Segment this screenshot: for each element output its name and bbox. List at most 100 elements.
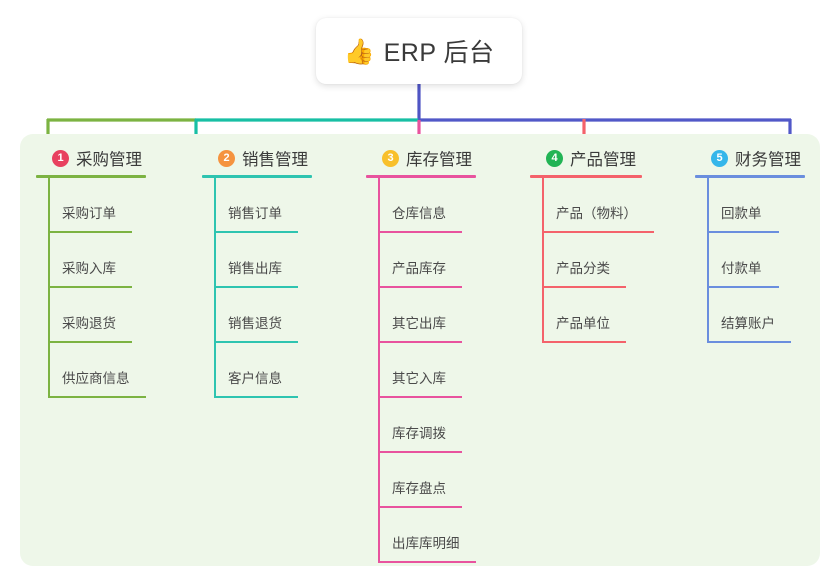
- branch-rule-2: [202, 175, 312, 178]
- leaf-item-label: 产品单位: [556, 316, 610, 331]
- leaf-item-label: 其它出库: [392, 316, 446, 331]
- branch-column-2: 2 销售管理销售订单销售出库销售退货客户信息: [202, 146, 312, 398]
- leaf-item-rule: [542, 341, 626, 343]
- leaf-item-rule: [48, 341, 132, 343]
- leaf-item[interactable]: 结算账户: [695, 288, 805, 343]
- leaf-item[interactable]: 供应商信息: [36, 343, 146, 398]
- leaf-item[interactable]: 库存调拨: [366, 398, 476, 453]
- leaf-item[interactable]: 采购入库: [36, 233, 146, 288]
- branch-badge-1: 1: [52, 149, 69, 167]
- leaf-item-rule: [707, 286, 779, 288]
- leaf-item-label: 出库库明细: [392, 536, 460, 551]
- branch-header-5[interactable]: 5 财务管理: [695, 146, 805, 170]
- leaf-item-label: 供应商信息: [62, 371, 130, 386]
- leaf-item-rule: [707, 231, 779, 233]
- branch-items-3: 仓库信息产品库存其它出库其它入库库存调拨库存盘点出库库明细: [366, 178, 476, 563]
- leaf-item[interactable]: 销售出库: [202, 233, 312, 288]
- leaf-item-rule: [378, 506, 462, 508]
- leaf-item-label: 库存调拨: [392, 426, 446, 441]
- branch-trunk-3: [378, 178, 380, 563]
- branch-rule-4: [530, 175, 642, 178]
- leaf-item[interactable]: 采购退货: [36, 288, 146, 343]
- branch-badge-4: 4: [546, 149, 563, 167]
- branch-rule-5: [695, 175, 805, 178]
- leaf-item-label: 产品库存: [392, 261, 446, 276]
- branch-badge-2: 2: [218, 149, 235, 167]
- branch-items-4: 产品（物料） 产品分类产品单位: [530, 178, 654, 343]
- branch-items-2: 销售订单销售出库销售退货客户信息: [202, 178, 312, 398]
- leaf-item[interactable]: 库存盘点: [366, 453, 476, 508]
- leaf-item-label: 采购入库: [62, 261, 116, 276]
- leaf-item[interactable]: 采购订单: [36, 178, 146, 233]
- branch-column-3: 3 库存管理仓库信息产品库存其它出库其它入库库存调拨库存盘点出库库明细: [366, 146, 476, 563]
- page-title: ERP 后台: [383, 39, 495, 67]
- leaf-item-rule: [378, 286, 462, 288]
- leaf-item-label: 销售出库: [228, 261, 282, 276]
- leaf-item-rule: [542, 286, 626, 288]
- thumbs-up-icon: 👍: [343, 37, 375, 66]
- leaf-item[interactable]: 产品分类: [530, 233, 642, 288]
- branch-badge-3: 3: [382, 149, 399, 167]
- leaf-item-rule: [48, 231, 132, 233]
- branch-column-5: 5 财务管理回款单付款单结算账户: [695, 146, 805, 343]
- leaf-item[interactable]: 产品单位: [530, 288, 642, 343]
- branch-trunk-5: [707, 178, 709, 343]
- leaf-item[interactable]: 出库库明细: [366, 508, 476, 563]
- leaf-item-rule: [48, 396, 146, 398]
- branch-column-4: 4 产品管理产品（物料） 产品分类产品单位: [530, 146, 654, 343]
- branch-title-3: 库存管理: [406, 151, 472, 169]
- branch-header-4[interactable]: 4 产品管理: [530, 146, 642, 170]
- leaf-item-rule: [214, 286, 298, 288]
- leaf-item[interactable]: 产品（物料）: [530, 178, 654, 233]
- branch-header-2[interactable]: 2 销售管理: [202, 146, 312, 170]
- leaf-item-label: 结算账户: [721, 316, 775, 331]
- branch-rule-3: [366, 175, 476, 178]
- leaf-item-label: 销售退货: [228, 316, 282, 331]
- leaf-item-label: 付款单: [721, 261, 762, 276]
- branch-title-5: 财务管理: [735, 151, 801, 169]
- leaf-item[interactable]: 付款单: [695, 233, 805, 288]
- leaf-item-label: 其它入库: [392, 371, 446, 386]
- leaf-item-rule: [214, 396, 298, 398]
- branch-trunk-1: [48, 178, 50, 398]
- leaf-item[interactable]: 产品库存: [366, 233, 476, 288]
- branch-items-5: 回款单付款单结算账户: [695, 178, 805, 343]
- branch-title-1: 采购管理: [76, 151, 142, 169]
- diagram-panel: [20, 134, 820, 566]
- branch-badge-5: 5: [711, 149, 728, 167]
- branch-trunk-2: [214, 178, 216, 398]
- leaf-item-rule: [48, 286, 132, 288]
- leaf-item-label: 产品分类: [556, 261, 610, 276]
- branch-title-4: 产品管理: [570, 151, 636, 169]
- leaf-item[interactable]: 客户信息: [202, 343, 312, 398]
- branch-header-3[interactable]: 3 库存管理: [366, 146, 476, 170]
- leaf-item-rule: [378, 231, 462, 233]
- leaf-item-label: 采购退货: [62, 316, 116, 331]
- leaf-item-label: 销售订单: [228, 206, 282, 221]
- branch-title-2: 销售管理: [242, 151, 308, 169]
- leaf-item-rule: [214, 341, 298, 343]
- branch-header-1[interactable]: 1 采购管理: [36, 146, 146, 170]
- branch-column-1: 1 采购管理采购订单采购入库采购退货供应商信息: [36, 146, 146, 398]
- branch-trunk-4: [542, 178, 544, 343]
- leaf-item-rule: [378, 561, 476, 563]
- leaf-item[interactable]: 销售订单: [202, 178, 312, 233]
- leaf-item-label: 仓库信息: [392, 206, 446, 221]
- leaf-item-rule: [214, 231, 298, 233]
- leaf-item[interactable]: 销售退货: [202, 288, 312, 343]
- leaf-item-rule: [378, 341, 462, 343]
- branch-items-1: 采购订单采购入库采购退货供应商信息: [36, 178, 146, 398]
- leaf-item-label: 库存盘点: [392, 481, 446, 496]
- leaf-item-label: 客户信息: [228, 371, 282, 386]
- leaf-item[interactable]: 回款单: [695, 178, 805, 233]
- leaf-item-label: 回款单: [721, 206, 762, 221]
- leaf-item[interactable]: 仓库信息: [366, 178, 476, 233]
- leaf-item-rule: [707, 341, 791, 343]
- leaf-item-rule: [542, 231, 654, 233]
- leaf-item-label: 采购订单: [62, 206, 116, 221]
- leaf-item[interactable]: 其它入库: [366, 343, 476, 398]
- leaf-item-rule: [378, 396, 462, 398]
- leaf-item[interactable]: 其它出库: [366, 288, 476, 343]
- leaf-item-rule: [378, 451, 462, 453]
- root-node[interactable]: 👍 ERP 后台: [316, 18, 522, 84]
